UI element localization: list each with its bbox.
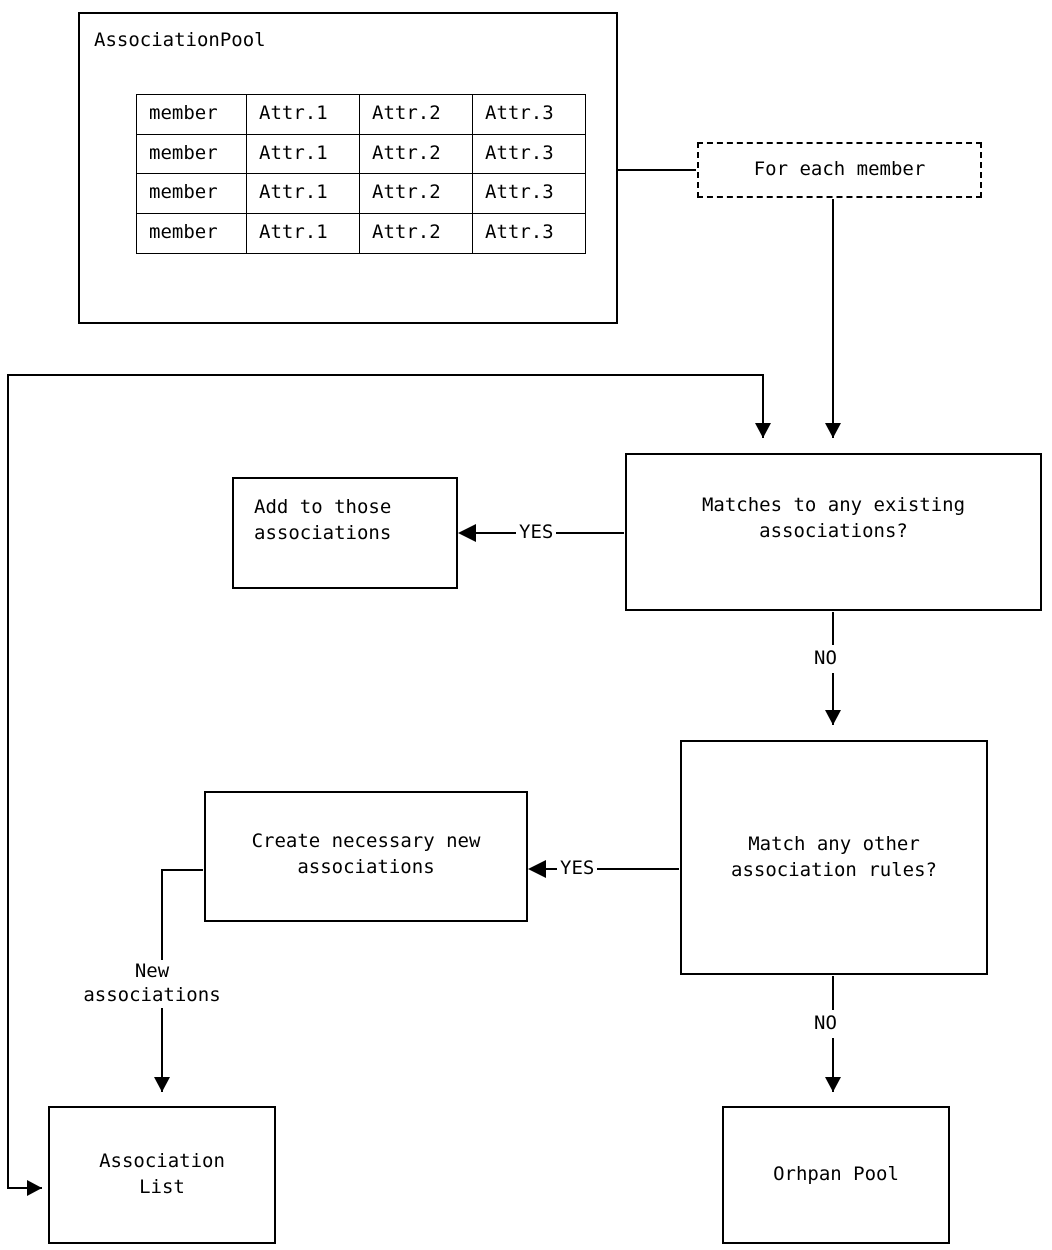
cell-attr-3: Attr.3 <box>472 212 586 254</box>
association-pool-title: AssociationPool <box>94 29 266 51</box>
node-decision-matches-existing-associations: Matches to any existing associations? <box>625 453 1042 611</box>
edge-label-no-decision2: NO <box>810 1010 841 1038</box>
node-decision-match-other-association-rules: Match any other association rules? <box>680 740 988 975</box>
node-for-each-member: For each member <box>697 142 982 198</box>
cell-attr-1: Attr.1 <box>246 133 360 175</box>
edge-label-new-associations: New associations <box>64 960 240 1008</box>
table-row: member Attr.1 Attr.2 Attr.3 <box>136 133 586 175</box>
edge-label-yes-decision2: YES <box>557 857 598 881</box>
node-orphan-pool: Orhpan Pool <box>722 1106 950 1244</box>
cell-attr-3: Attr.3 <box>472 173 586 214</box>
cell-member: member <box>136 173 247 214</box>
cell-attr-2: Attr.2 <box>359 133 473 175</box>
member-attributes-table: member Attr.1 Attr.2 Attr.3 member Attr.… <box>136 94 586 254</box>
association-pool-container: AssociationPool member Attr.1 Attr.2 Att… <box>78 12 618 324</box>
table-row: member Attr.1 Attr.2 Attr.3 <box>136 212 586 254</box>
cell-attr-2: Attr.2 <box>359 173 473 214</box>
table-row: member Attr.1 Attr.2 Attr.3 <box>136 94 586 135</box>
cell-member: member <box>136 133 247 175</box>
cell-attr-3: Attr.3 <box>472 133 586 175</box>
cell-member: member <box>136 94 247 135</box>
cell-attr-1: Attr.1 <box>246 94 360 135</box>
table-row: member Attr.1 Attr.2 Attr.3 <box>136 173 586 214</box>
cell-attr-3: Attr.3 <box>472 94 586 135</box>
node-association-list: Association List <box>48 1106 276 1244</box>
edge-label-no-decision1: NO <box>810 645 841 673</box>
cell-attr-1: Attr.1 <box>246 212 360 254</box>
node-create-necessary-new-associations: Create necessary new associations <box>204 791 528 922</box>
cell-member: member <box>136 212 247 254</box>
cell-attr-2: Attr.2 <box>359 212 473 254</box>
edge-label-yes-decision1: YES <box>516 521 557 545</box>
node-add-to-those-associations: Add to those associations <box>232 477 458 589</box>
cell-attr-2: Attr.2 <box>359 94 473 135</box>
cell-attr-1: Attr.1 <box>246 173 360 214</box>
